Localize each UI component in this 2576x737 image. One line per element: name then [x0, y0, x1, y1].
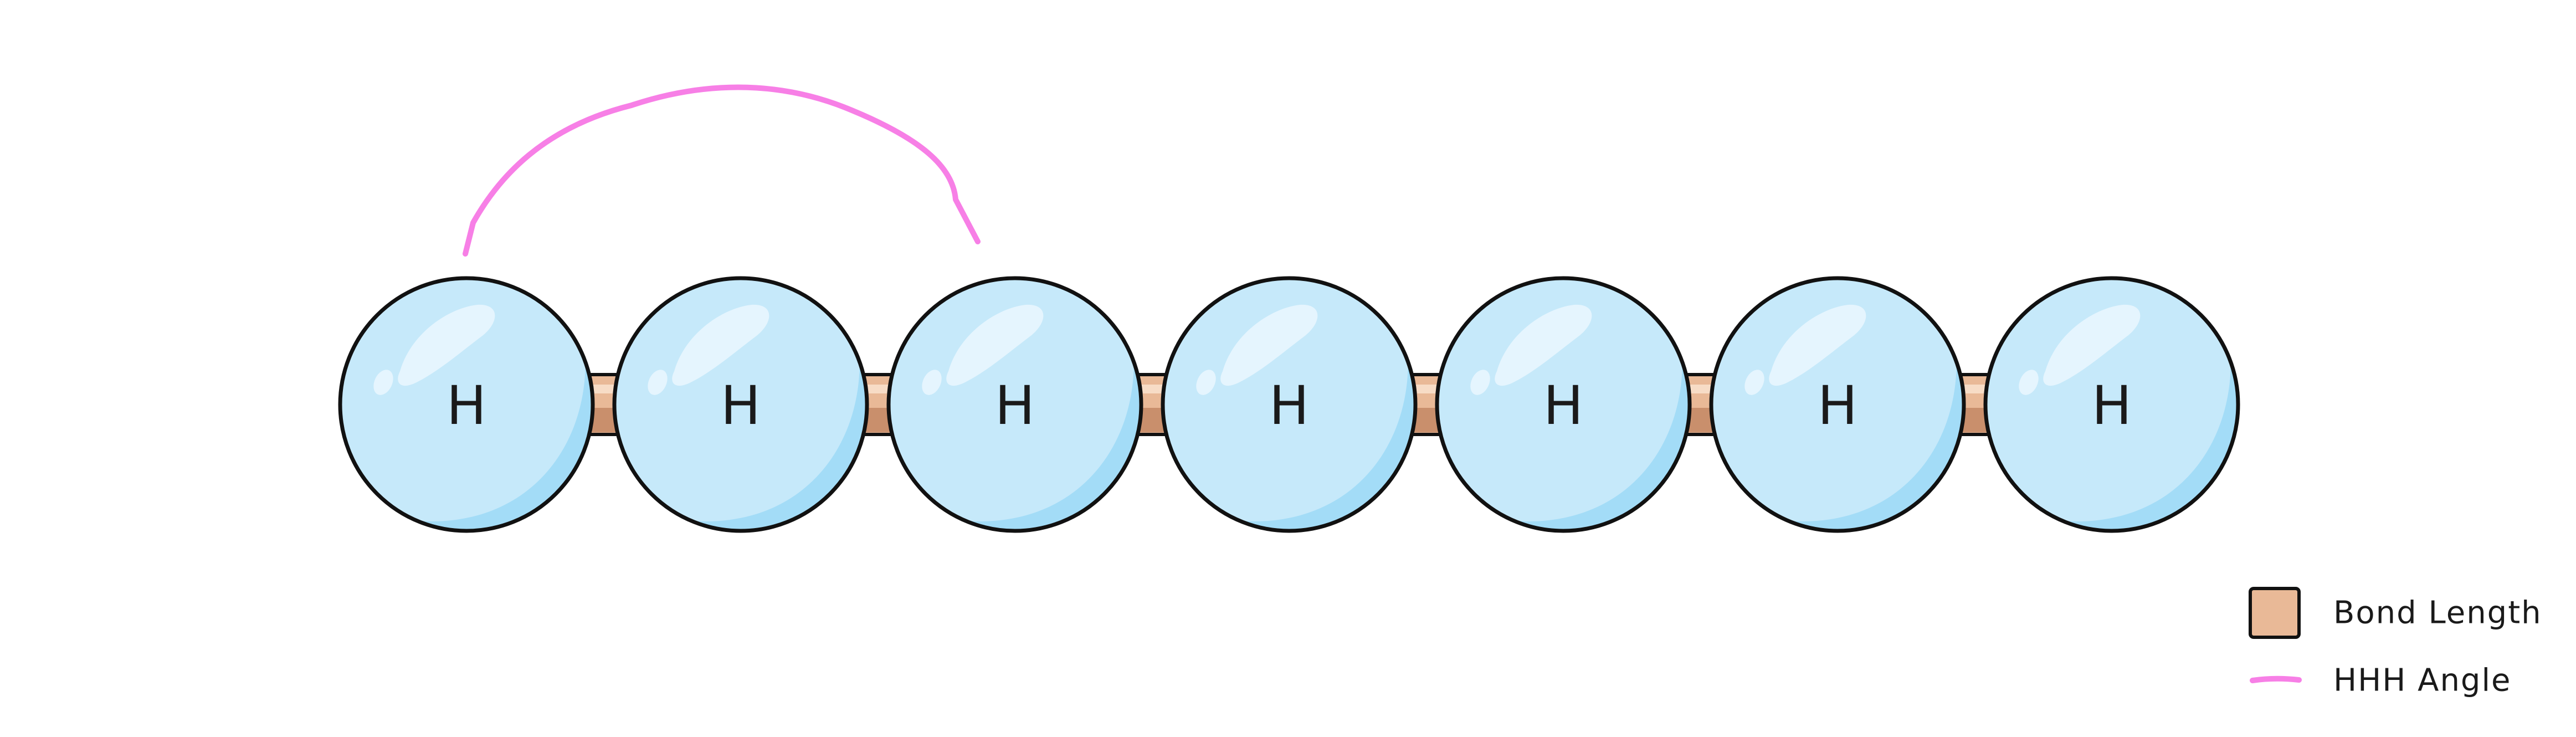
hydrogen-atom: H [612, 276, 869, 533]
legend: Bond Length HHH Angle [2249, 587, 2542, 699]
atom-symbol: H [721, 375, 761, 437]
atom-symbol: H [1818, 375, 1857, 437]
hydrogen-atom: H [1161, 276, 1418, 533]
atom-symbol: H [1543, 375, 1583, 437]
hydrogen-atom: H [1709, 276, 1966, 533]
atom-symbol: H [447, 375, 486, 437]
legend-label-bond-length: Bond Length [2333, 595, 2542, 631]
atom-symbol: H [1269, 375, 1309, 437]
hydrogen-atom: H [886, 276, 1143, 533]
hydrogen-atom: H [1983, 276, 2240, 533]
legend-item-hhh-angle: HHH Angle [2250, 663, 2512, 699]
atom-symbol: H [995, 375, 1035, 437]
hydrogen-atom: H [1435, 276, 1692, 533]
hhh-angle-swatch [2250, 675, 2302, 683]
legend-item-bond-length: Bond Length [2249, 587, 2542, 639]
hydrogen-atom: H [338, 276, 595, 533]
bond-length-swatch [2249, 587, 2301, 639]
atom-symbol: H [2092, 375, 2132, 437]
hhh-angle-arc [463, 84, 981, 257]
legend-label-hhh-angle: HHH Angle [2333, 663, 2512, 699]
